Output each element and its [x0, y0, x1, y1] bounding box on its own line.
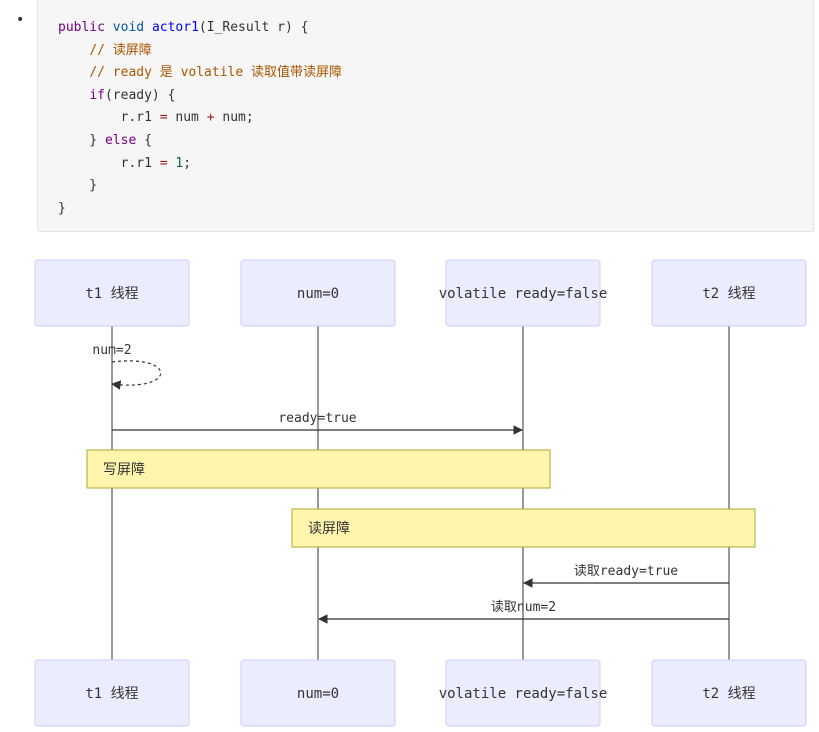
actor-label-t1-top: t1 线程 — [85, 286, 138, 302]
actor-box-t1-top — [34, 259, 190, 327]
note-box — [291, 508, 756, 548]
code-line: } — [58, 198, 66, 220]
code-line: r.r1 = 1; — [58, 153, 191, 175]
code-line: } else { — [58, 130, 152, 152]
code-token — [58, 65, 89, 80]
code-token: actor1 — [151, 20, 199, 35]
code-token: r.r1 — [58, 110, 160, 126]
code-token: r.r1 — [58, 155, 160, 171]
code-token: } — [58, 200, 66, 216]
code-token: num; — [214, 110, 254, 126]
code-token: ; — [183, 155, 192, 171]
actor-box-t2-top — [651, 259, 807, 327]
code-line: // ready 是 volatile 读取值带读屏障 — [58, 62, 342, 84]
actor-label-t2-top: t2 线程 — [702, 286, 755, 302]
code-token: = — [159, 110, 168, 126]
code-token — [105, 20, 113, 35]
code-line: } — [58, 175, 97, 197]
actor-label-num-top: num=0 — [297, 286, 339, 302]
list-bullet: • — [16, 12, 25, 28]
code-token: if — [89, 87, 105, 103]
code-token: + — [206, 110, 215, 126]
actor-label-t2-bottom: t2 线程 — [702, 686, 755, 702]
note-label: 写屏障 — [103, 462, 145, 478]
code-token: 1 — [175, 155, 184, 171]
code-token — [144, 20, 152, 35]
message-label: 读取ready=true — [574, 564, 678, 579]
code-token: { — [136, 133, 152, 148]
actor-box-num-top — [240, 259, 396, 327]
message-label: 读取num=2 — [491, 600, 556, 615]
code-token: // ready 是 volatile 读取值带读屏障 — [89, 65, 343, 81]
actor-box-ready-top — [445, 259, 601, 327]
code-token — [58, 43, 89, 58]
actor-label-num-bottom: num=0 — [297, 686, 339, 702]
actor-box-ready-bottom — [445, 659, 601, 727]
code-token: (ready) { — [104, 87, 176, 103]
code-line: if(ready) { — [58, 85, 175, 107]
actor-box-t2-bottom — [651, 659, 807, 727]
code-token: num — [167, 110, 207, 126]
message-label: ready=true — [278, 411, 356, 426]
note-label: 读屏障 — [308, 520, 350, 537]
code-line: public void actor1(I_Result r) { — [58, 17, 308, 39]
code-token: (I_Result r) { — [198, 20, 309, 35]
code-token: void — [112, 20, 145, 35]
actor-label-ready-bottom: volatile ready=false — [439, 686, 608, 702]
code-token: // 读屏障 — [89, 42, 152, 58]
code-token: else — [104, 133, 137, 148]
actors: t1 线程 t1 线程 num=0 num=0 volatile ready=false… — [34, 259, 807, 727]
code-line: // 读屏障 — [58, 40, 152, 62]
code-token: } — [58, 178, 98, 194]
actor-label-t1-bottom: t1 线程 — [85, 686, 138, 702]
actor-box-t1-bottom — [34, 659, 190, 727]
self-message-arrow — [111, 360, 162, 390]
code-token: public — [58, 20, 105, 35]
code-token — [58, 88, 89, 103]
code-token: = — [159, 155, 168, 171]
lifelines — [111, 326, 730, 660]
code-block: public void actor1(I_Result r) { // 读屏障 … — [37, 0, 814, 232]
actor-box-num-bottom — [240, 659, 396, 727]
note-box — [86, 449, 551, 489]
code-token: } — [58, 133, 105, 148]
actor-label-ready-top: volatile ready=false — [439, 286, 608, 302]
code-line: r.r1 = num + num; — [58, 107, 254, 129]
sequence-diagram: t1 线程 t1 线程 num=0 num=0 volatile ready=false… — [34, 259, 807, 727]
message-label: num=2 — [92, 343, 131, 358]
messages: num=2 ready=true 读取ready=true 读取num=2 — [92, 343, 729, 624]
